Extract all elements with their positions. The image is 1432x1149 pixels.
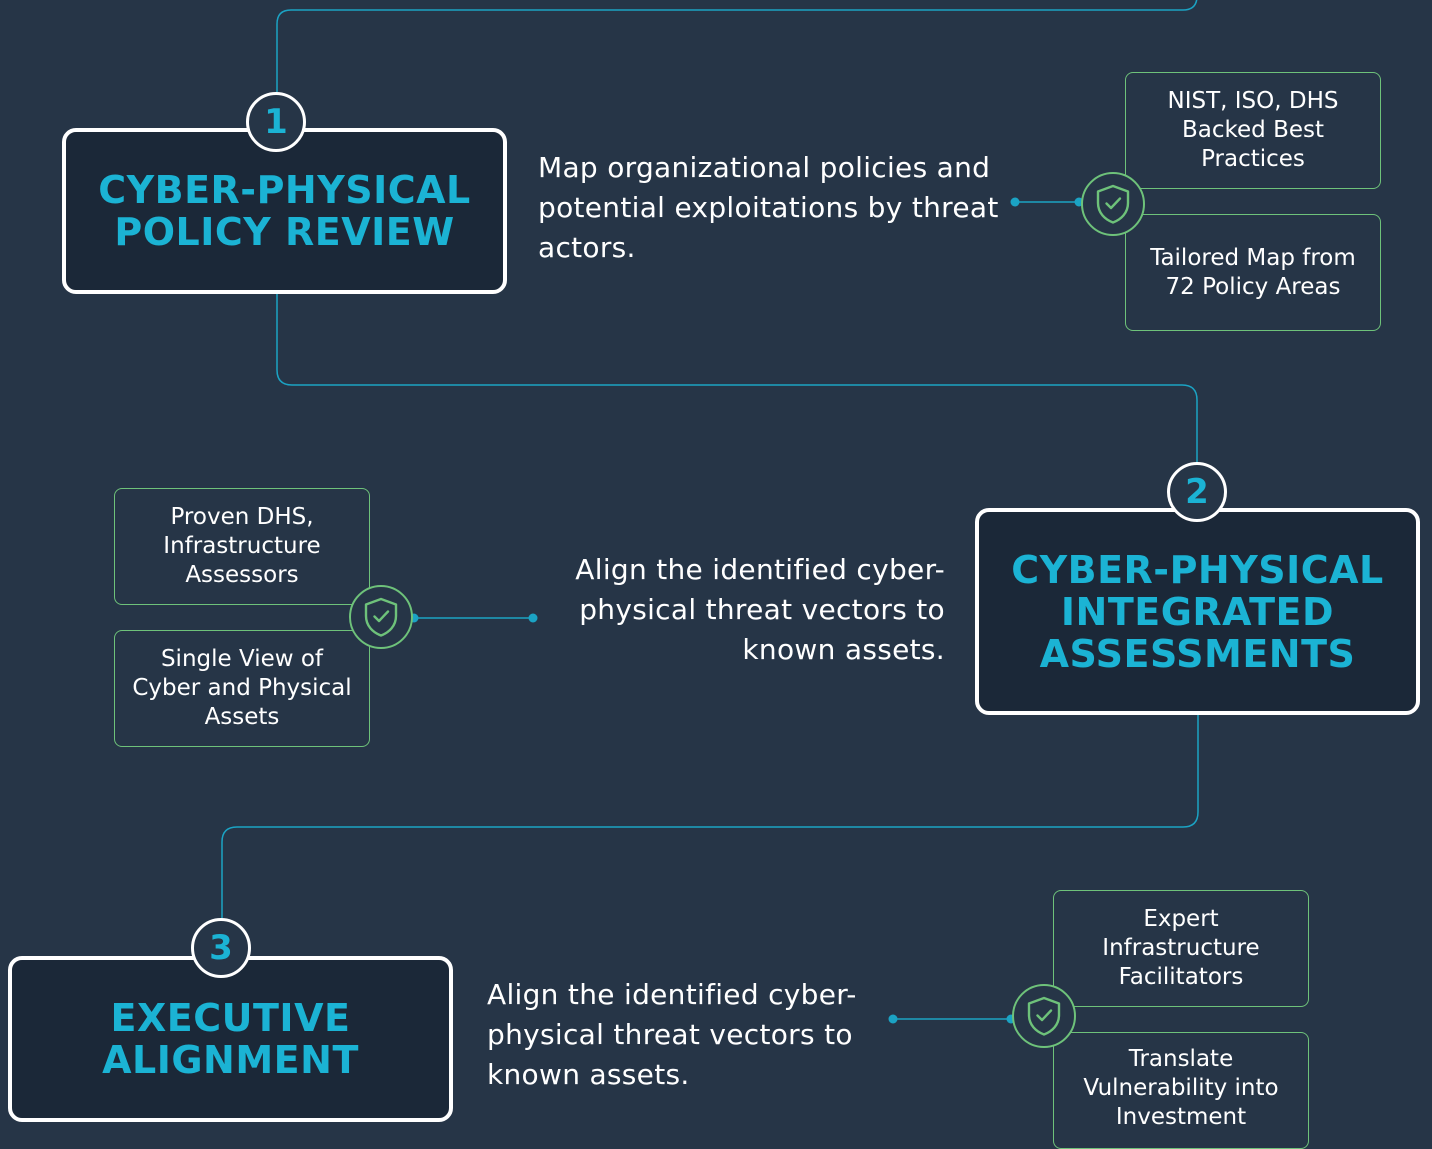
connector-top <box>276 0 1198 92</box>
branch-dot-1a <box>1010 197 1020 207</box>
step-3-feature-1-label: Expert Infrastructure Facilitators <box>1102 906 1260 990</box>
step-2-shield-badge <box>349 585 413 649</box>
step-1-title-line1: CYBER-PHYSICAL <box>98 168 471 212</box>
step-3-feature-2: Translate Vulnerability into Investment <box>1053 1032 1309 1149</box>
step-1-description: Map organizational policies and potentia… <box>538 151 999 264</box>
step-2-title: CYBER-PHYSICAL INTEGRATED ASSESSMENTS <box>1011 549 1384 675</box>
step-3-title-box: EXECUTIVE ALIGNMENT <box>8 956 453 1122</box>
shield-check-icon <box>364 597 398 637</box>
step-3-feature-1: Expert Infrastructure Facilitators <box>1053 890 1309 1007</box>
connector-1-2 <box>276 294 1198 463</box>
connector-2-3 <box>221 715 1199 920</box>
step-2-title-box: CYBER-PHYSICAL INTEGRATED ASSESSMENTS <box>975 508 1420 715</box>
step-1-number: 1 <box>246 92 306 152</box>
shield-check-icon <box>1027 996 1061 1036</box>
step-2-feature-2: Single View of Cyber and Physical Assets <box>114 630 370 747</box>
step-2-title-line3: ASSESSMENTS <box>1039 631 1356 676</box>
step-3-feature-2-label: Translate Vulnerability into Investment <box>1083 1046 1279 1130</box>
step-3-title-line1: EXECUTIVE <box>110 996 351 1040</box>
step-2-title-line2: INTEGRATED <box>1060 589 1335 634</box>
branch-dot-3a <box>888 1014 898 1024</box>
step-2-description: Align the identified cyber-physical thre… <box>575 553 945 666</box>
step-3-title-line2: ALIGNMENT <box>102 1038 359 1082</box>
step-2-feature-1-label: Proven DHS, Infrastructure Assessors <box>163 504 321 588</box>
step-2-title-line1: CYBER-PHYSICAL <box>1011 547 1384 592</box>
step-1-title: CYBER-PHYSICAL POLICY REVIEW <box>98 169 471 253</box>
step-1-feature-1: NIST, ISO, DHS Backed Best Practices <box>1125 72 1381 189</box>
step-2-feature-1: Proven DHS, Infrastructure Assessors <box>114 488 370 605</box>
step-2-number: 2 <box>1167 462 1227 522</box>
branch-dot-2a <box>528 613 538 623</box>
step-3-shield-badge <box>1012 984 1076 1048</box>
step-1-feature-2-label: Tailored Map from 72 Policy Areas <box>1150 244 1356 300</box>
step-1-feature-1-label: NIST, ISO, DHS Backed Best Practices <box>1167 88 1339 172</box>
step-3-description: Align the identified cyber-physical thre… <box>487 978 857 1091</box>
shield-check-icon <box>1096 184 1130 224</box>
step-3-number: 3 <box>191 918 251 978</box>
step-1-title-line2: POLICY REVIEW <box>114 210 455 254</box>
step-2-feature-2-label: Single View of Cyber and Physical Assets <box>132 646 352 730</box>
step-1-feature-2: Tailored Map from 72 Policy Areas <box>1125 214 1381 331</box>
step-1-shield-badge <box>1081 172 1145 236</box>
step-3-title: EXECUTIVE ALIGNMENT <box>102 997 359 1081</box>
step-1-title-box: CYBER-PHYSICAL POLICY REVIEW <box>62 128 507 294</box>
